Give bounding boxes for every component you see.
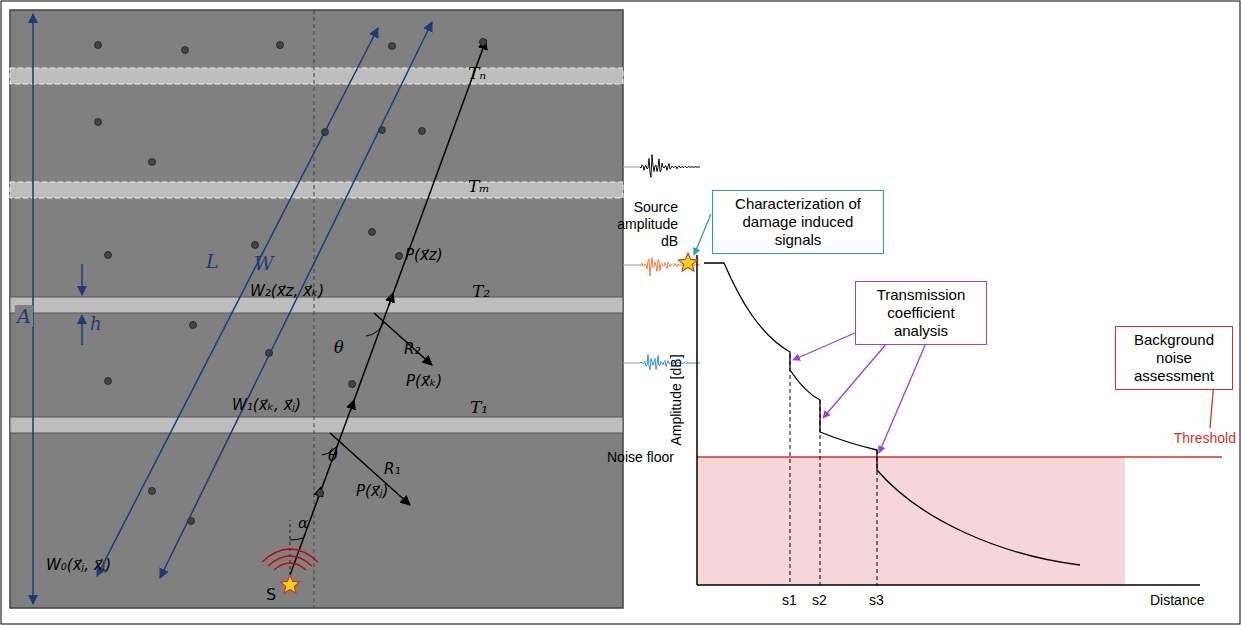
label: W₂(x⃗z, x⃗ₖ) xyxy=(250,282,324,300)
callout-text: Characterization of damage induced signa… xyxy=(719,195,877,249)
label: A xyxy=(15,305,33,327)
label: T₂ xyxy=(472,281,490,301)
label: P(x⃗ⱼ) xyxy=(356,482,388,500)
callout-text: Transmission coefficient analysis xyxy=(862,286,980,340)
label: Threshold xyxy=(1174,430,1236,446)
label: α xyxy=(298,514,308,532)
label: Noise floor xyxy=(607,449,674,465)
label: P(x⃗ₖ) xyxy=(406,372,442,390)
layer-band xyxy=(10,182,623,198)
label: Distance xyxy=(1150,592,1204,608)
layer-band xyxy=(10,417,623,433)
label: W₀(x⃗ⱼ, x⃗ᵢ) xyxy=(46,556,111,574)
label: θ xyxy=(328,446,338,465)
label: R₁ xyxy=(384,460,400,478)
medium-panel xyxy=(10,10,623,608)
label: s1 xyxy=(782,592,797,608)
label: θ xyxy=(334,338,344,357)
layer-band xyxy=(10,68,623,84)
label: L xyxy=(206,250,219,272)
callout-box: Characterization of damage induced signa… xyxy=(712,190,884,254)
label: s3 xyxy=(869,592,884,608)
label: W₁(x⃗ₖ, x⃗ⱼ) xyxy=(232,396,301,414)
callout-box: Background noise assessment xyxy=(1115,326,1233,390)
label: T₁ xyxy=(470,397,488,417)
callout-box: Transmission coefficient analysis xyxy=(855,281,987,345)
label: R₂ xyxy=(404,340,420,358)
label: P(x⃗z) xyxy=(405,246,443,264)
label: Amplitude [dB] xyxy=(668,354,684,445)
label: Tₙ xyxy=(468,63,486,83)
label: Source amplitude dB xyxy=(616,199,678,250)
label: h xyxy=(90,313,102,334)
label: S xyxy=(266,585,276,604)
label: Tₘ xyxy=(468,176,490,196)
label: s2 xyxy=(812,592,827,608)
callout-text: Background noise assessment xyxy=(1122,331,1226,385)
label: W xyxy=(254,252,274,274)
